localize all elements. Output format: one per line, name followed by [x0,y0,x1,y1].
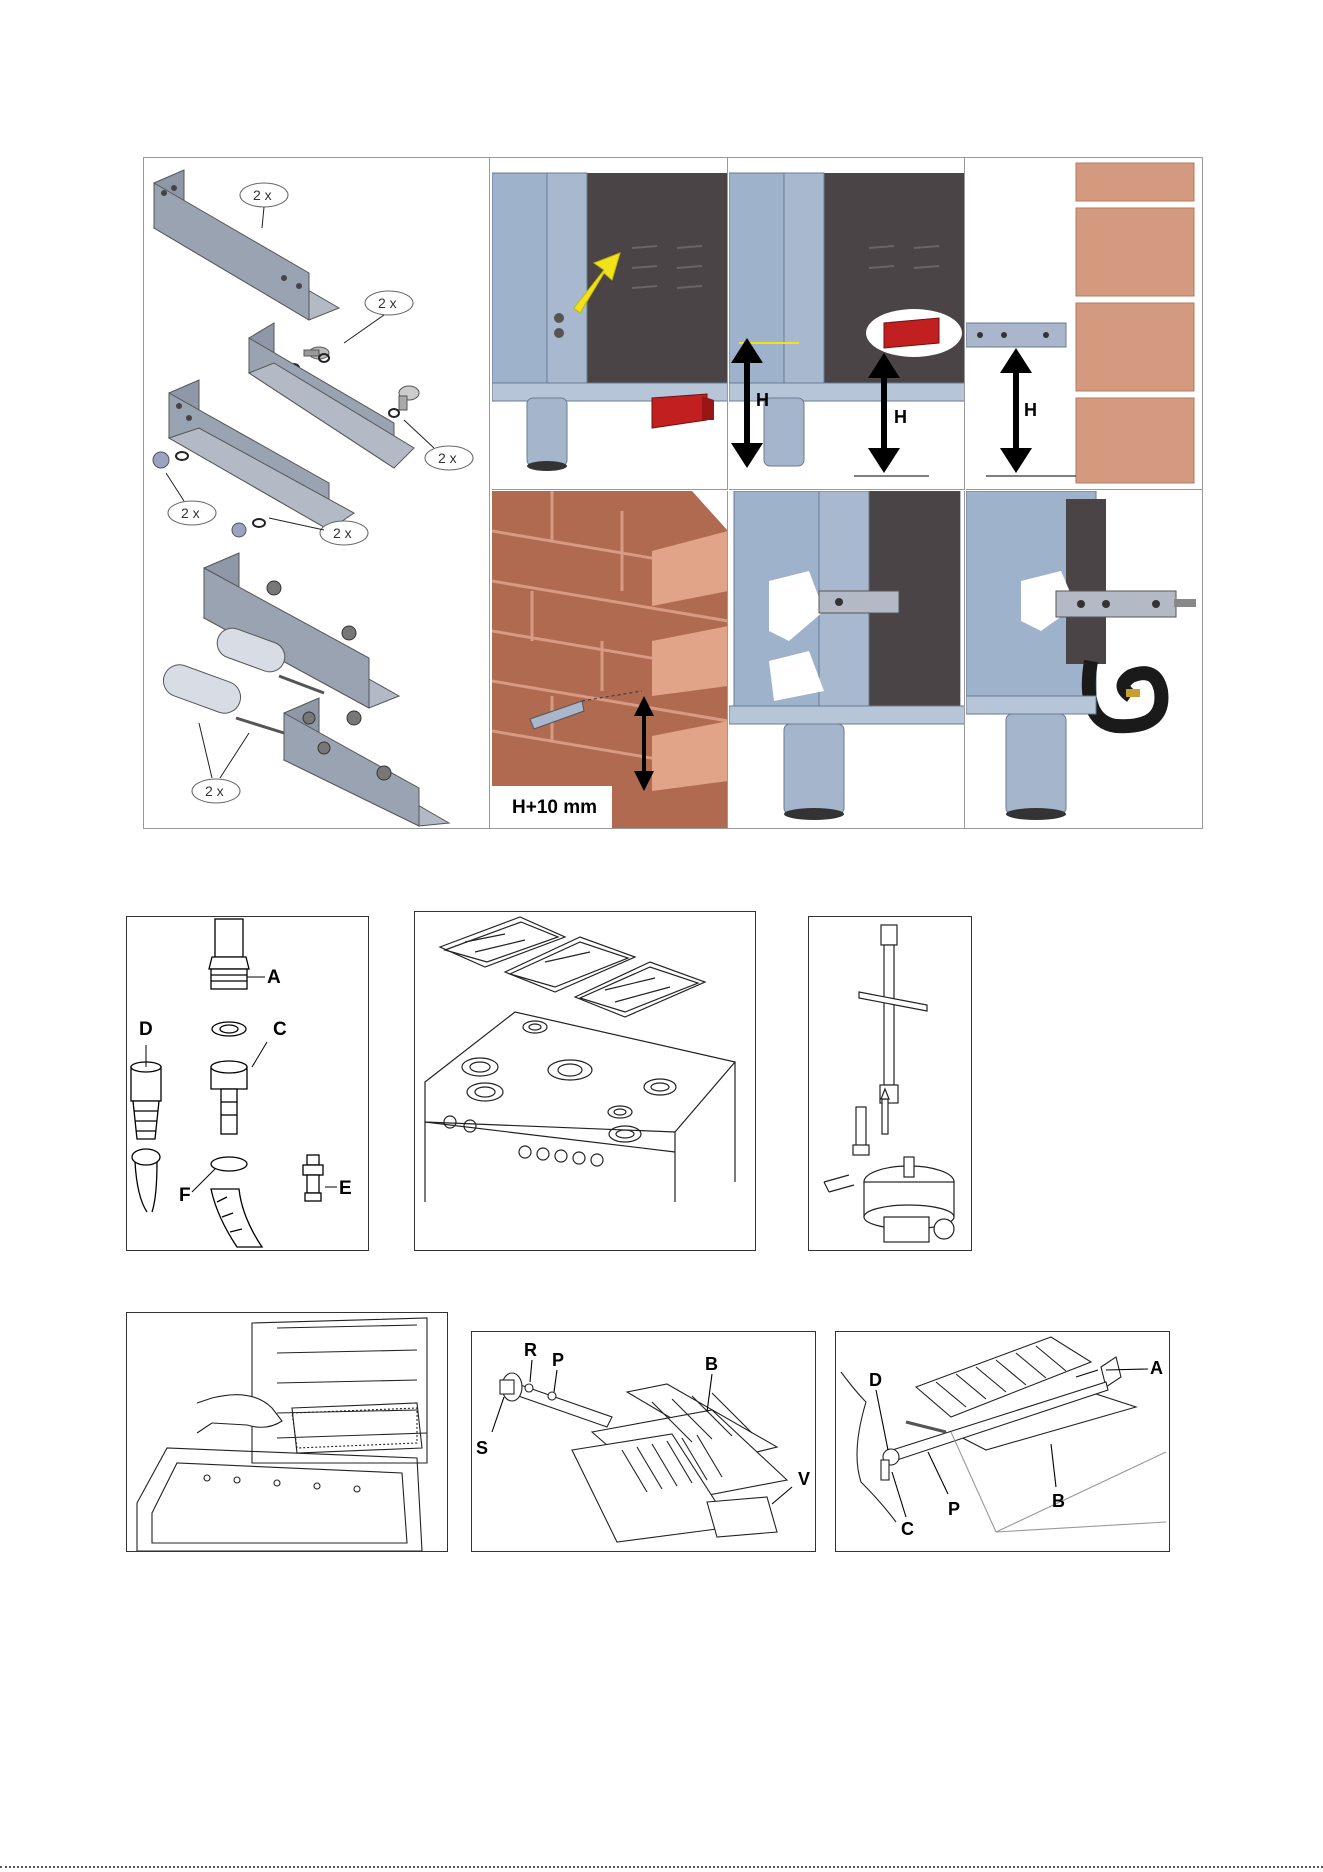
red-bracket-icon [884,318,939,348]
label-r: R [524,1340,537,1360]
bracket-icon [707,1497,777,1537]
thermocouple-icon [853,1089,889,1155]
page-footer-rule [0,1866,1323,1868]
oven-foot-icon [527,398,567,466]
brick-wall-icon [492,491,728,828]
label-b: B [705,1354,718,1374]
rubber-hose-icon [211,1189,262,1247]
step-wall-mount-view: H+10 mm [492,491,728,828]
bracket-icon [249,323,414,468]
brick-wall-icon [1076,163,1194,483]
step-oven-hole-view [492,158,728,490]
height-label: H [1024,400,1037,420]
oven-cavity-icon [252,1318,427,1463]
count-label: 2 x [378,295,397,311]
label-d: D [869,1370,882,1390]
tool-valve-figure [808,916,972,1251]
box-spanner-icon [859,925,927,1103]
wall-bracket-figure: 2 x 2 x 2 x [143,157,1203,829]
count-label: 2 x [205,783,224,799]
count-label: 2 x [181,505,200,521]
label-v: V [798,1469,810,1489]
gas-pipe-icon [215,919,243,957]
step-gas-hose-view [966,491,1202,828]
hob-grids-figure [414,911,756,1251]
label-e: E [339,1178,352,1199]
label-s: S [476,1438,488,1458]
count-label: 2 x [333,525,352,541]
oven-burner-figure: R P B S V [471,1331,816,1552]
label-a: A [1150,1358,1163,1378]
gas-fittings-figure: A C D E F [126,916,369,1251]
oven-foot-icon [1006,714,1066,814]
label-d: D [139,1019,153,1040]
bracket-parts-view: 2 x 2 x 2 x [144,158,490,828]
pan-support-grid-icon [440,917,705,1017]
height-label: H [894,407,907,427]
nozzle-icon [303,1155,323,1201]
oven-foot-icon [784,724,844,814]
hob-body-icon [425,1012,735,1202]
label-c: C [273,1019,287,1040]
grill-burner-figure: D A C P B [835,1331,1170,1552]
label-p: P [948,1499,960,1519]
oven-interior-figure [126,1312,448,1552]
count-label: 2 x [438,450,457,466]
step-measure-height-view: H H [729,158,965,490]
gas-hose-icon [1089,661,1162,726]
wall-bracket-icon [819,591,899,613]
label-p: P [552,1350,564,1370]
label-f: F [179,1185,191,1206]
label-c: C [901,1519,914,1539]
count-label: 2 x [253,187,272,203]
hand-icon [197,1395,282,1433]
step-engage-bracket-view [729,491,965,828]
label-a: A [267,967,281,988]
wall-height-label: H+10 mm [512,797,597,818]
label-b: B [1052,1491,1065,1511]
step-wall-height-view: H [966,158,1202,490]
gas-valve-icon [824,1157,954,1242]
hose-clamp-icon [211,1157,247,1171]
height-label: H [756,390,769,410]
